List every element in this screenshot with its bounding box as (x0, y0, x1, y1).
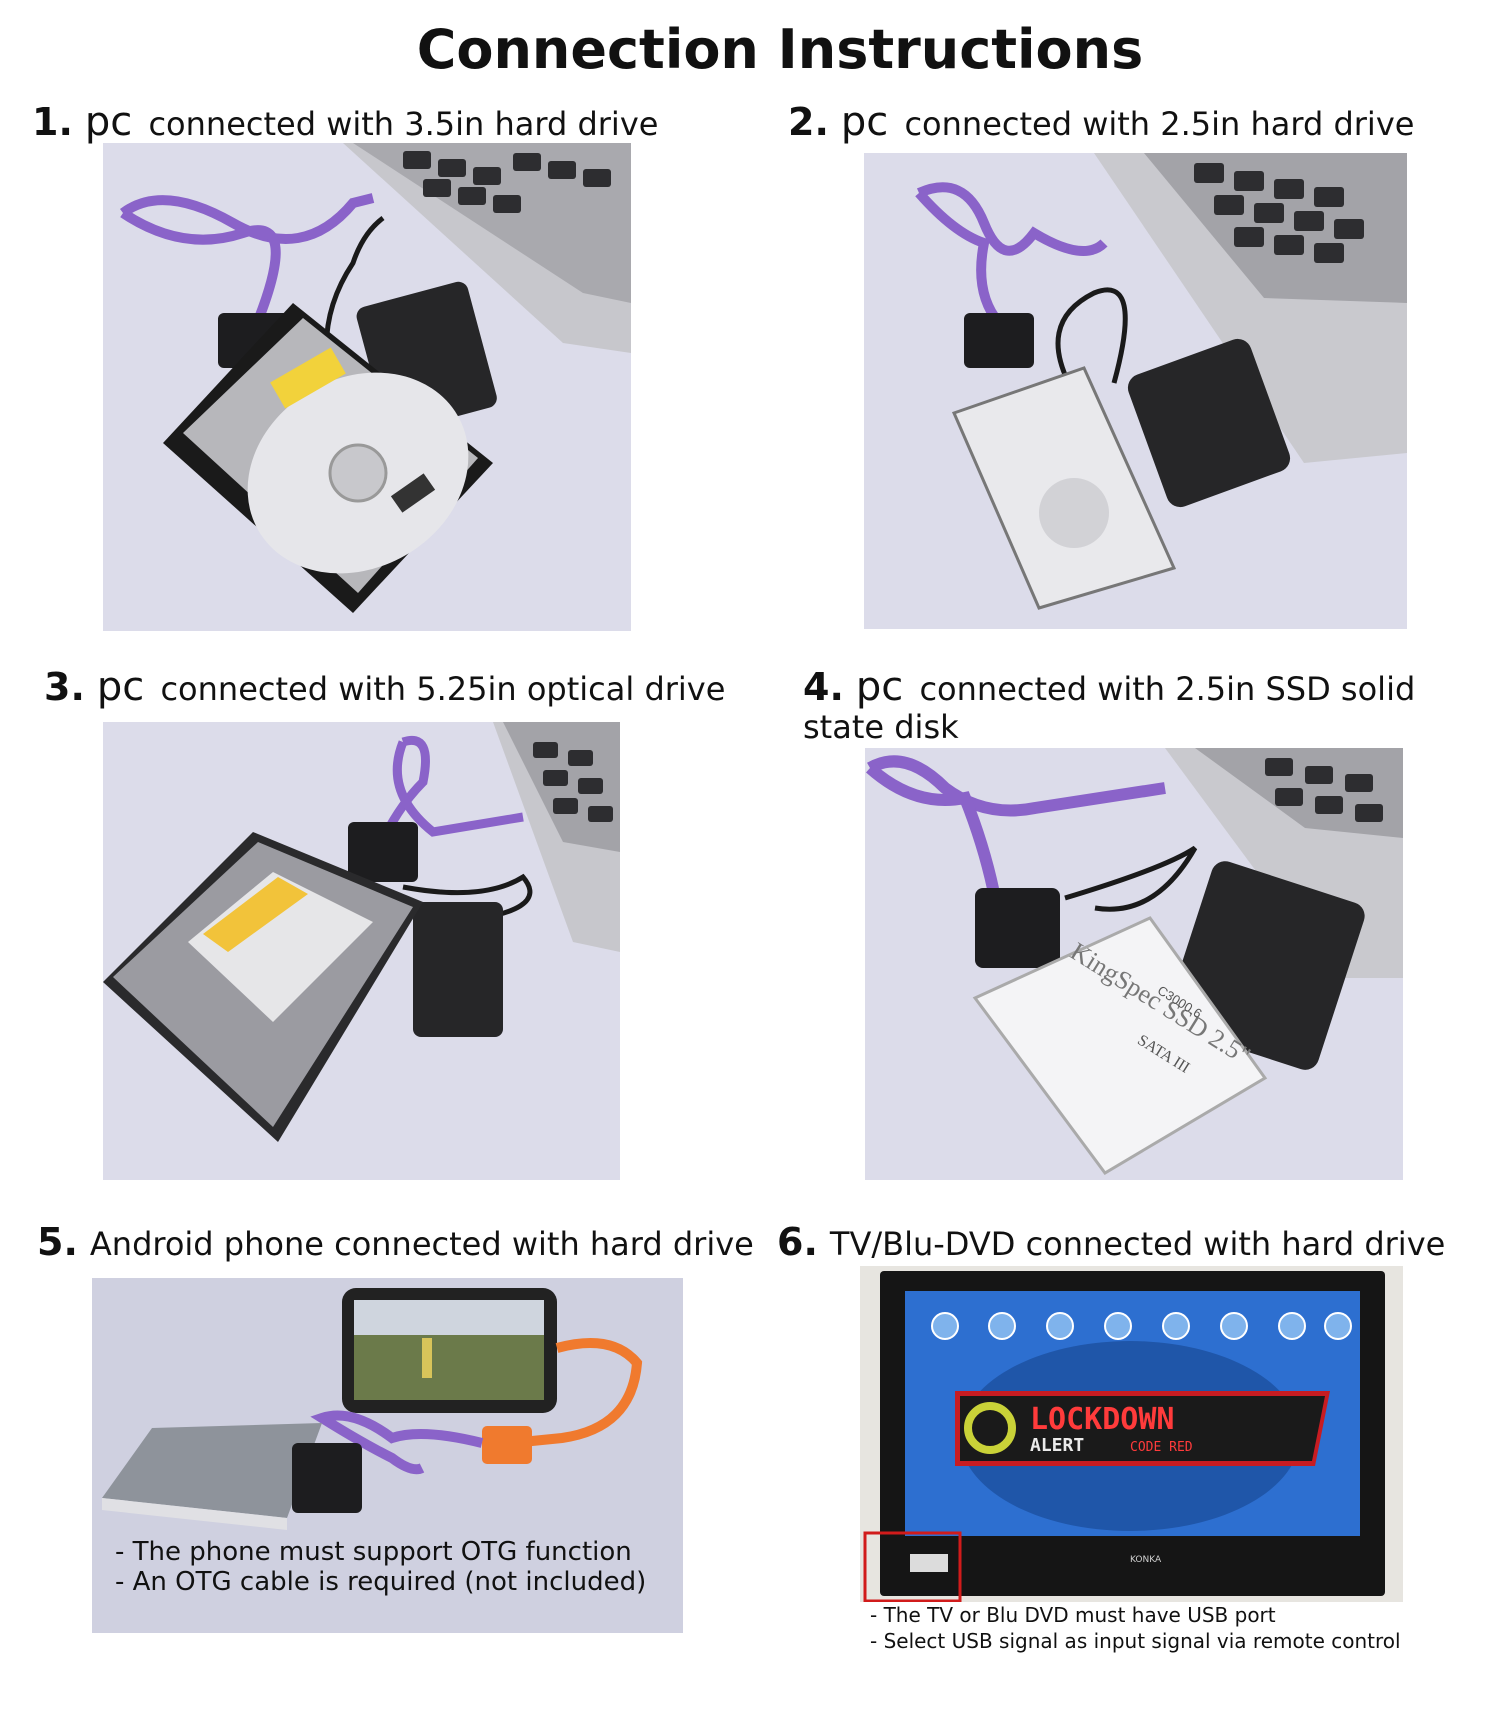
step-number: 5. (37, 1220, 78, 1264)
photo-pc-3-5in-hdd (103, 143, 631, 631)
tv-brand-text: KONKA (1130, 1555, 1162, 1565)
photo-pc-optical-drive (103, 722, 620, 1180)
photo-android-phone (92, 1278, 683, 1633)
caption-text: TV/Blu-DVD connected with hard drive (829, 1225, 1446, 1263)
game-title-text: LOCKDOWN (1030, 1402, 1175, 1437)
photo-pc-2-5in-hdd (864, 153, 1407, 629)
note-6-line2: - Select USB signal as input signal via … (870, 1629, 1401, 1653)
page-title: Connection Instructions (416, 18, 1144, 81)
caption-text: connected with 2.5in hard drive (904, 105, 1415, 143)
pc-label: pc (84, 99, 133, 145)
caption-text: connected with 5.25in optical drive (160, 670, 726, 708)
photo-tv: LOCKDOWN ALERT CODE RED KONKA (860, 1266, 1403, 1602)
step-number: 3. (44, 665, 85, 709)
note-5-line1: - The phone must support OTG function (115, 1537, 632, 1567)
step-number: 1. (32, 100, 73, 144)
game-code-text: CODE RED (1130, 1440, 1193, 1455)
caption-5: 5. Android phone connected with hard driv… (37, 1223, 754, 1263)
note-5-line2: - An OTG cable is required (not included… (115, 1567, 647, 1597)
caption-6: 6. TV/Blu-DVD connected with hard drive (777, 1223, 1445, 1263)
caption-text: Android phone connected with hard drive (89, 1225, 754, 1263)
caption-2: 2.pc connected with 2.5in hard drive (788, 100, 1415, 144)
step-number: 6. (777, 1220, 818, 1264)
game-sub-text: ALERT (1030, 1435, 1084, 1456)
pc-label: pc (855, 664, 904, 710)
caption-4-line2: state disk (803, 708, 959, 746)
caption-text: connected with 3.5in hard drive (148, 105, 659, 143)
note-6-line1: - The TV or Blu DVD must have USB port (870, 1603, 1276, 1627)
step-number: 4. (803, 665, 844, 709)
caption-text: connected with 2.5in SSD solid (919, 670, 1416, 708)
caption-4: 4.pc connected with 2.5in SSD solid (803, 665, 1416, 709)
caption-3: 3.pc connected with 5.25in optical drive (44, 665, 726, 709)
pc-label: pc (840, 99, 889, 145)
caption-1: 1.pc connected with 3.5in hard drive (32, 100, 659, 144)
photo-pc-ssd: KingSpec SSD 2.5" C3000.6 SATA III (865, 748, 1403, 1180)
pc-label: pc (96, 664, 145, 710)
step-number: 2. (788, 100, 829, 144)
